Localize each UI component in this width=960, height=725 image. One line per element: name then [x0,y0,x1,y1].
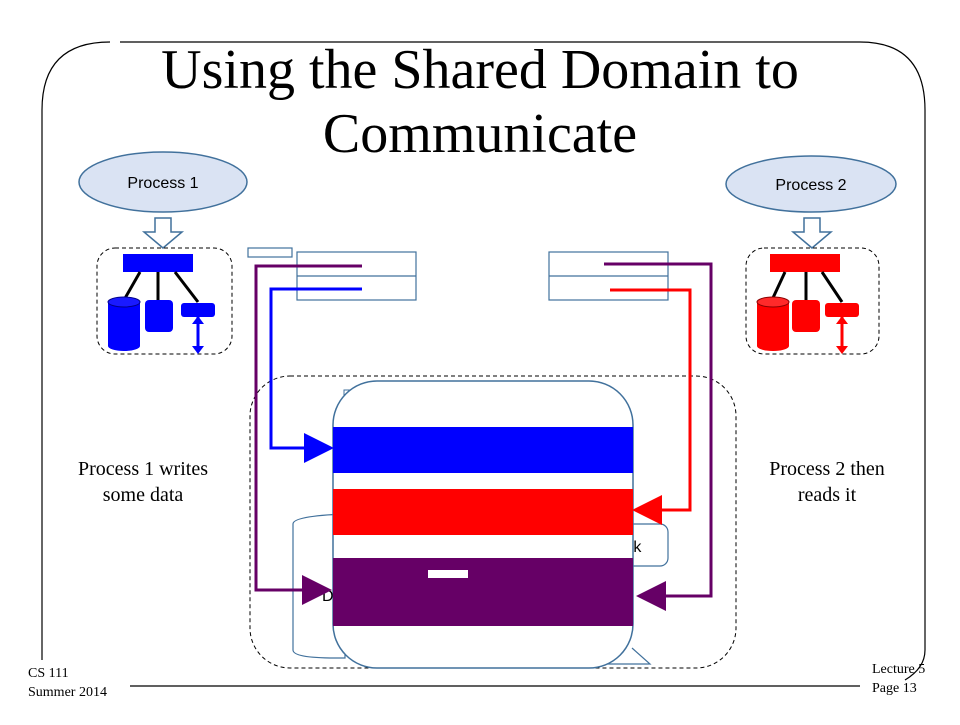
process-2-root [770,254,840,272]
process-1-purple-link [254,264,362,605]
shared-red-block [333,489,633,535]
process-2-bubble [725,155,897,213]
slide-frame [41,41,926,681]
right-caption-line-1: Process 2 then [769,458,885,480]
footer-course: CS 111 [28,666,69,681]
process-2-descriptor-table [548,251,669,301]
process-1-box [145,300,173,332]
process-2-label: Process 2 [775,177,846,194]
left-caption-line-1: Process 1 writes [78,458,208,480]
process-1-descriptor-table [296,251,417,301]
process-1-cylinder [107,296,141,351]
slide-title: Using the Shared Domain to Communicate [120,38,840,166]
process-1-device [181,303,215,317]
slide-title-line-2: Communicate [322,103,638,165]
footer-right: Lecture 5 Page 13 [872,660,925,698]
process-2-box [792,300,820,332]
shared-white-marker [428,570,468,578]
left-caption-line-2: some data [102,484,184,506]
process-2-device [825,303,859,317]
process-2-purple-link [604,262,713,611]
process-1-bubble [78,151,248,213]
shared-blue-block [333,427,633,473]
process-1-label: Process 1 [127,175,198,192]
process-1-domain [96,247,233,355]
small-tab [247,247,293,258]
process-1-blue-link [269,287,362,463]
shared-fold-corner [600,647,652,665]
process-1-root [123,254,193,272]
left-caption: Process 1 writes some data [48,456,238,508]
process-1-down-arrow [141,217,185,249]
footer-term: Summer 2014 [28,685,107,700]
slide-title-line-1: Using the Shared Domain to [161,39,799,101]
right-caption-line-2: reads it [797,484,857,506]
process-2-red-link [610,288,692,525]
process-2-cylinder [756,296,790,351]
shared-purple-block [333,558,633,626]
footer-lecture: Lecture 5 [872,662,926,677]
process-2-down-arrow [790,217,834,249]
footer-page: Page 13 [872,681,917,696]
footer-left: CS 111 Summer 2014 [28,664,107,702]
right-caption: Process 2 then reads it [732,456,922,508]
